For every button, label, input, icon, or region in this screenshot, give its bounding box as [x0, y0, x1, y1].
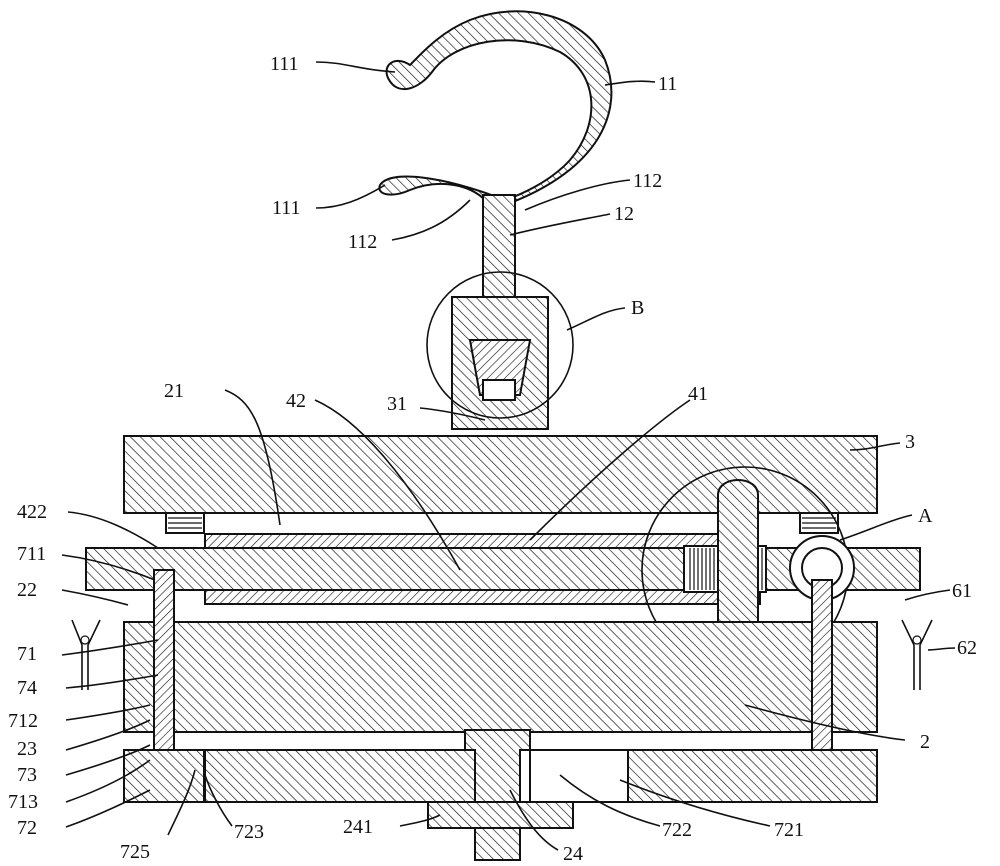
label-61: 61 — [952, 580, 972, 602]
rod-lower — [204, 589, 761, 605]
label-111-top: 111 — [270, 53, 299, 75]
label-71: 71 — [17, 643, 37, 665]
slider-left — [153, 569, 175, 751]
label-723: 723 — [234, 821, 264, 843]
label-41: 41 — [688, 383, 708, 405]
clip-left — [71, 619, 101, 690]
label-73: 73 — [17, 764, 37, 786]
label-3: 3 — [905, 431, 915, 453]
stem — [482, 194, 516, 301]
label-21: 21 — [164, 380, 184, 402]
slider-right — [811, 579, 833, 761]
hook — [378, 10, 613, 207]
label-23: 23 — [17, 738, 37, 760]
label-722: 722 — [662, 819, 692, 841]
label-241: 241 — [343, 816, 373, 838]
label-712: 712 — [8, 710, 38, 732]
label-42: 42 — [286, 390, 306, 412]
label-112-right: 112 — [633, 170, 662, 192]
label-74: 74 — [17, 677, 37, 699]
label-72: 72 — [17, 817, 37, 839]
washer — [427, 801, 574, 829]
shaft — [464, 729, 531, 861]
label-112-left: 112 — [348, 231, 377, 253]
label-2: 2 — [920, 731, 930, 753]
top-plate — [123, 435, 878, 514]
label-713: 713 — [8, 791, 38, 813]
bottom-plate — [123, 749, 878, 803]
label-a: A — [918, 505, 933, 527]
label-31: 31 — [387, 393, 407, 415]
label-11: 11 — [658, 73, 677, 95]
leader-lines — [61, 61, 956, 851]
label-12: 12 — [614, 203, 634, 225]
label-24: 24 — [563, 843, 583, 865]
label-62: 62 — [957, 637, 977, 659]
label-721: 721 — [774, 819, 804, 841]
rod — [204, 533, 756, 549]
label-711: 711 — [17, 543, 46, 565]
clip-right — [901, 619, 933, 690]
block-2 — [123, 621, 878, 733]
springs-top — [165, 512, 839, 534]
fitting-b — [426, 271, 574, 430]
label-b: B — [631, 297, 644, 319]
label-22: 22 — [17, 579, 37, 601]
label-422: 422 — [17, 501, 47, 523]
label-111-bottom: 111 — [272, 197, 301, 219]
label-725: 725 — [120, 841, 150, 863]
